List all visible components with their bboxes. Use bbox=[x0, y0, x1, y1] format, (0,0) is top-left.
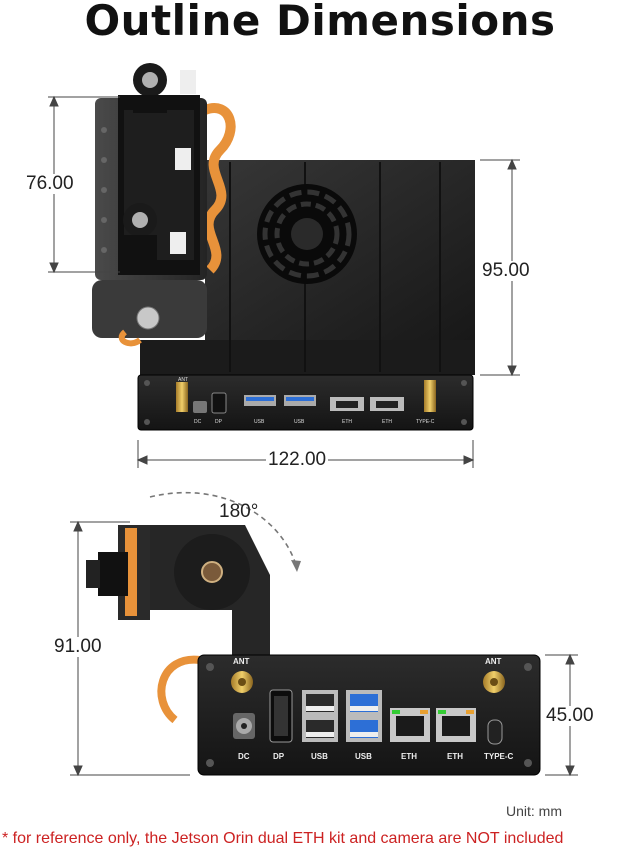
port-label-eth-1: ETH bbox=[401, 752, 417, 761]
top-port-label: ETH bbox=[382, 419, 392, 425]
port-label-eth-2: ETH bbox=[447, 752, 463, 761]
dimension-box-height-top: 95.00 bbox=[480, 260, 532, 281]
dimension-total-height-bottom: 91.00 bbox=[52, 636, 104, 657]
port-label-ant-right: ANT bbox=[485, 657, 502, 666]
port-label-ant-left: ANT bbox=[233, 657, 250, 666]
dimension-bracket-height: 76.00 bbox=[24, 173, 76, 194]
top-port-label: DC bbox=[194, 419, 202, 425]
top-front-panel: ANT DC DP USB USB ETH ETH TYPE-C bbox=[137, 374, 474, 431]
dimension-box-height-bottom: 45.00 bbox=[544, 705, 596, 726]
port-label-usb-1: USB bbox=[311, 752, 328, 761]
top-port-label: ANT bbox=[178, 377, 188, 383]
top-port-label: DP bbox=[215, 419, 223, 425]
top-camera-bracket bbox=[92, 63, 236, 347]
dimension-width: 122.00 bbox=[266, 449, 329, 470]
bottom-front-panel bbox=[197, 654, 541, 776]
port-label-dc: DC bbox=[238, 752, 250, 761]
port-label-usb-2: USB bbox=[355, 752, 372, 761]
top-port-label: USB bbox=[254, 419, 265, 425]
port-label-dp: DP bbox=[273, 752, 285, 761]
unit-label: Unit: mm bbox=[506, 803, 562, 819]
dimension-rotation: 180° bbox=[219, 501, 259, 522]
page-title: Outline Dimensions bbox=[84, 0, 556, 45]
top-port-label: ETH bbox=[342, 419, 352, 425]
fan-grille-icon bbox=[257, 184, 357, 284]
rotation-arc-icon bbox=[149, 491, 301, 572]
top-port-label: USB bbox=[294, 419, 305, 425]
bottom-camera-swivel bbox=[86, 525, 270, 724]
top-port-label: TYPE-C bbox=[416, 419, 435, 425]
port-label-typec: TYPE-C bbox=[484, 752, 514, 761]
footnote: * for reference only, the Jetson Orin du… bbox=[2, 830, 564, 847]
